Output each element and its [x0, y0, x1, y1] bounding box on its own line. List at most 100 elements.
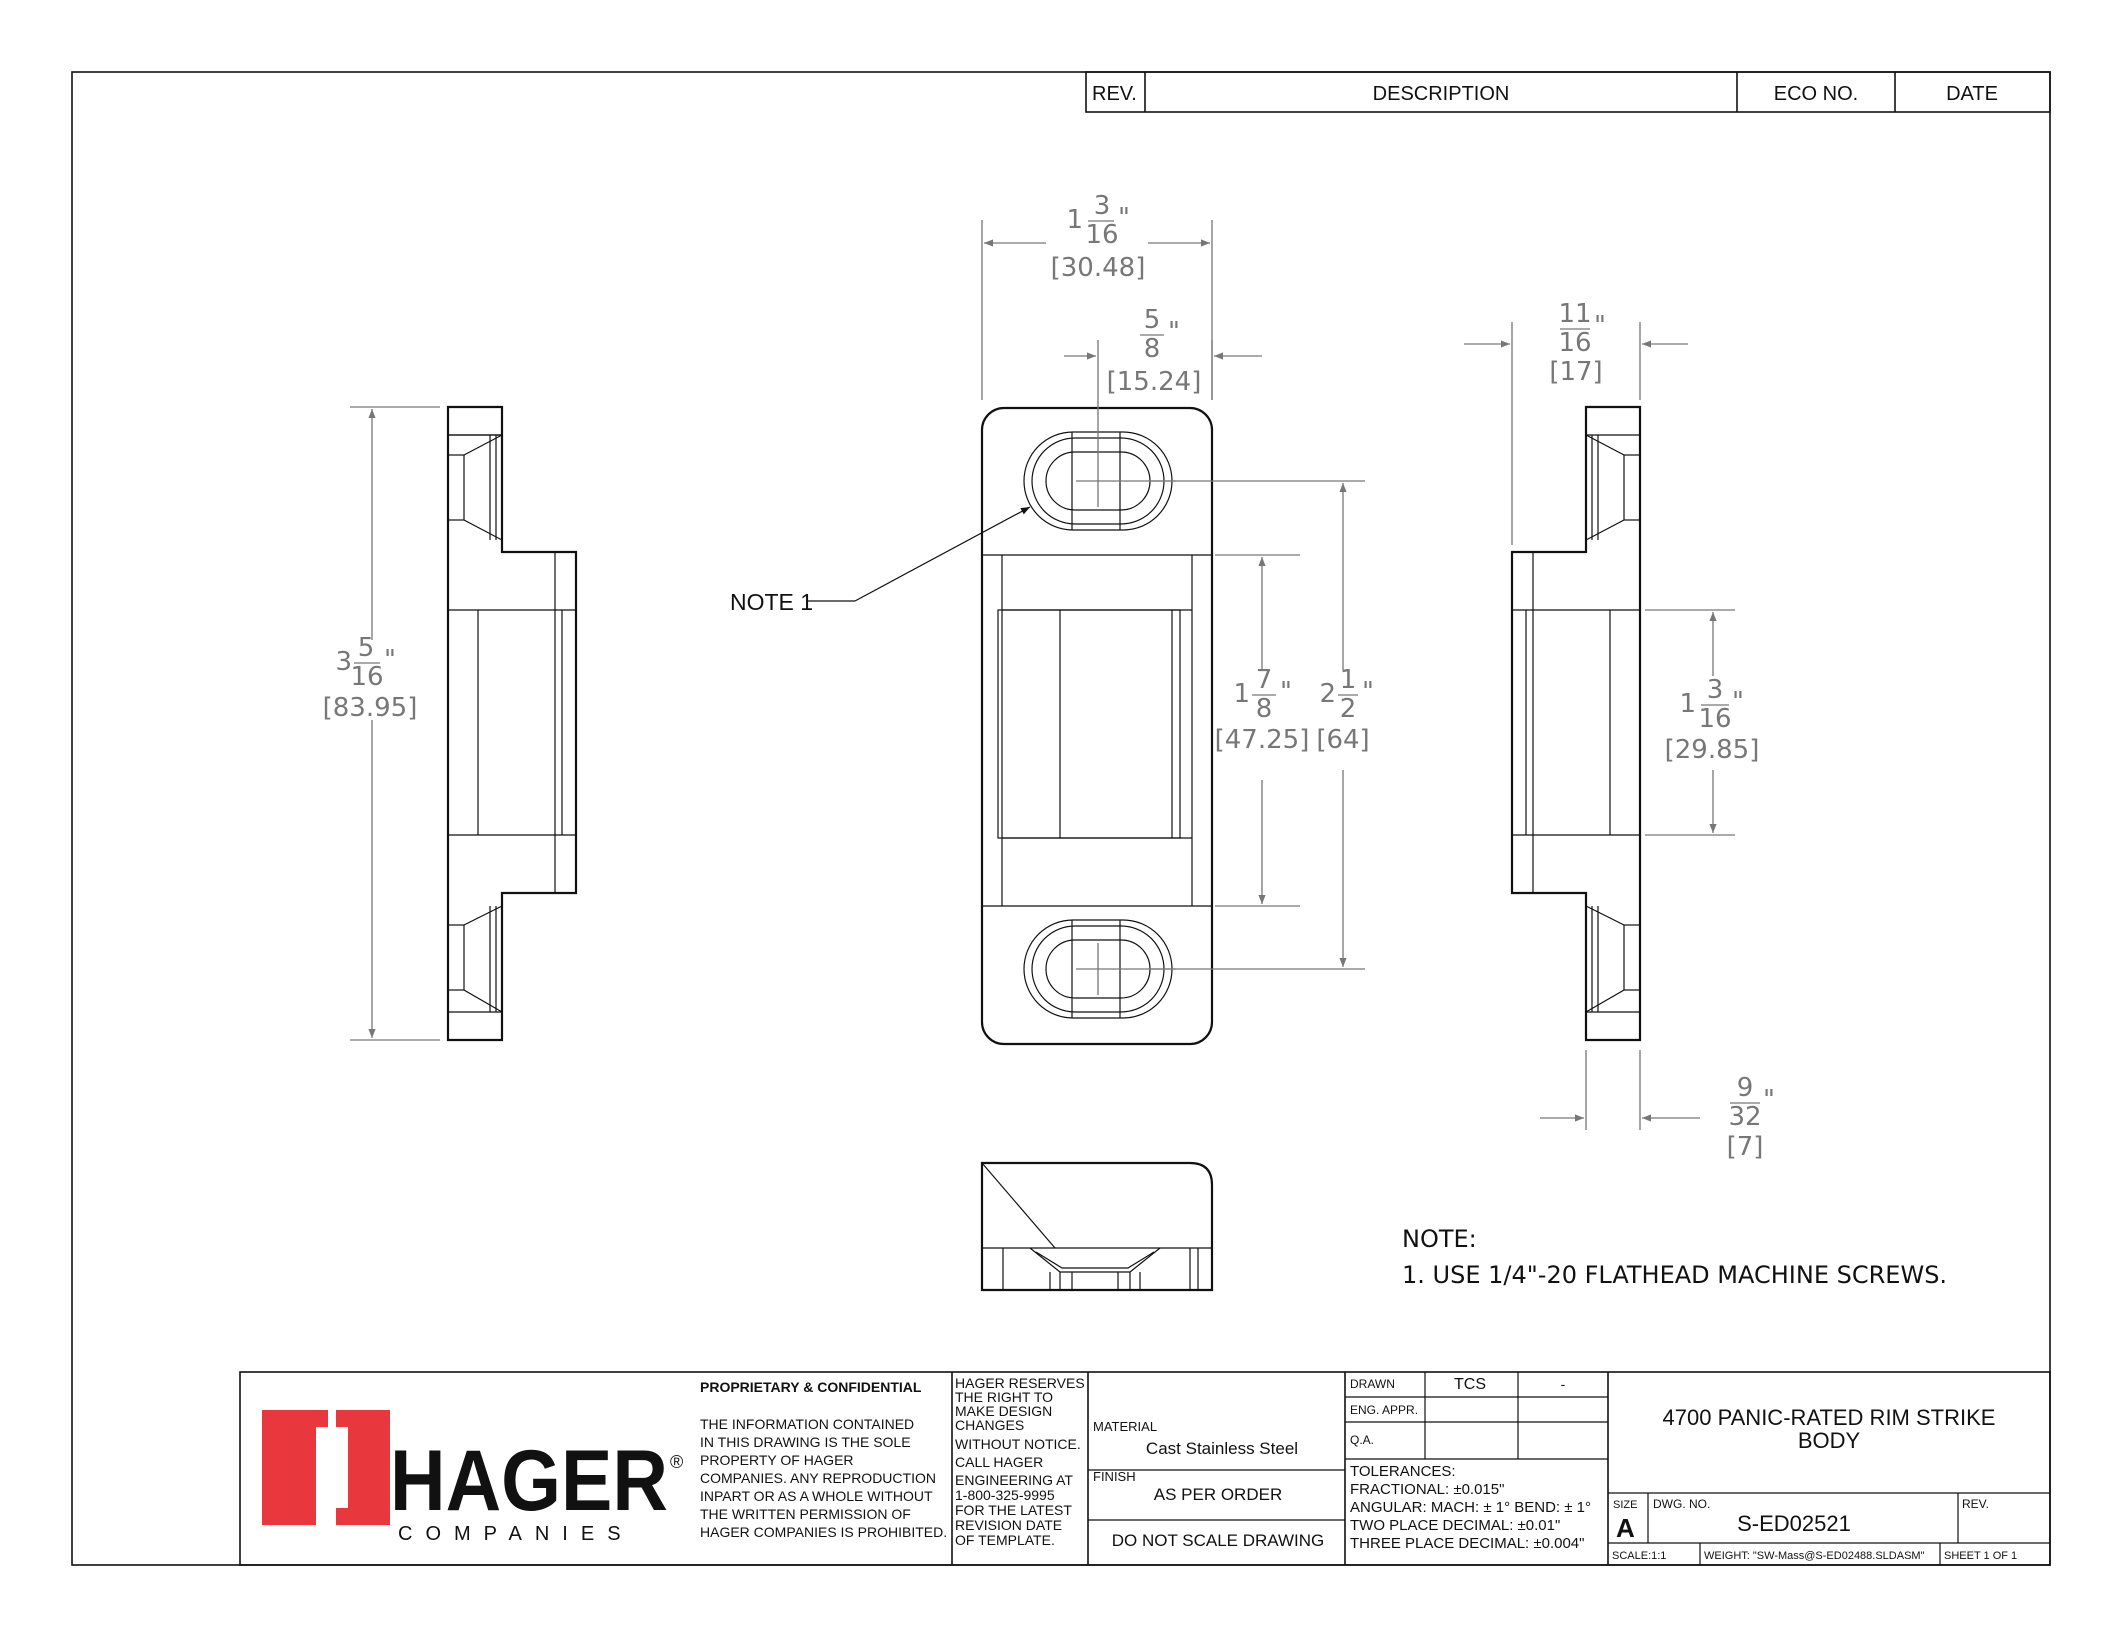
note1-label: NOTE 1 — [730, 589, 813, 615]
dim-hole-centers-num: 1 — [1340, 665, 1357, 695]
dim-overall-length-num: 5 — [358, 633, 375, 663]
tolerance-line: THREE PLACE DECIMAL: ±0.004" — [1350, 1535, 1584, 1552]
size-label: SIZE — [1613, 1499, 1637, 1511]
reserves-line: ENGINEERING AT — [955, 1472, 1073, 1488]
left-side-view — [446, 405, 578, 1042]
dim-overall-width-num: 3 — [1094, 191, 1111, 221]
dim-hole-spacing-width: 5 8 " [15.24] — [1064, 305, 1262, 455]
reserves-line: REVISION DATE — [955, 1517, 1062, 1533]
dim-overall-length: 3 5 16 " [83.95] — [323, 406, 440, 1041]
right-side-view — [1510, 405, 1642, 1042]
eco-no-header: ECO NO. — [1774, 83, 1858, 105]
logo-text: HAGER — [390, 1433, 668, 1529]
tolerance-line: FRACTIONAL: ±0.015" — [1350, 1481, 1504, 1498]
date-header: DATE — [1946, 83, 1998, 105]
proprietary-line: THE WRITTEN PERMISSION OF — [700, 1506, 911, 1522]
drawing-title-line1: 4700 PANIC-RATED RIM STRIKE — [1663, 1405, 1996, 1430]
dim-overall-length-mm: [83.95] — [323, 693, 418, 723]
reserves-line: MAKE DESIGN — [955, 1403, 1052, 1419]
dim-inner-length-mm: [47.25] — [1215, 725, 1310, 755]
reserves-text: HAGER RESERVES THE RIGHT TO MAKE DESIGN … — [955, 1375, 1085, 1548]
reserves-line: THE RIGHT TO — [955, 1389, 1053, 1405]
dim-overall-length-unit: " — [384, 645, 396, 675]
tolerance-line: TOLERANCES: — [1350, 1463, 1456, 1480]
proprietary-line: COMPANIES. ANY REPRODUCTION — [700, 1470, 936, 1486]
drawn-label: DRAWN — [1350, 1377, 1395, 1391]
eng-appr-label: ENG. APPR. — [1350, 1403, 1418, 1417]
logo-mark: ® — [670, 1452, 683, 1472]
reserves-line: 1-800-325-9995 — [955, 1487, 1055, 1503]
dwg-no-label: DWG. NO. — [1653, 1497, 1710, 1511]
logo-red-mark-right — [336, 1410, 390, 1525]
dim-flange-thickness-mm: [7] — [1727, 1132, 1764, 1162]
drawn-by: TCS — [1454, 1376, 1486, 1393]
dim-pocket-length-whole: 1 — [1679, 689, 1696, 719]
dim-hole-spacing-num: 5 — [1144, 305, 1161, 335]
dim-hole-centers-unit: " — [1362, 677, 1374, 707]
dim-flange-thickness-num: 9 — [1737, 1073, 1754, 1103]
dim-inner-length-whole: 1 — [1233, 679, 1250, 709]
dim-depth: 11 16 " [17] — [1464, 299, 1688, 545]
dim-inner-length: 1 7 8 " [47.25] — [1215, 554, 1310, 907]
scale-value: SCALE:1:1 — [1612, 1550, 1666, 1562]
proprietary-line: THE INFORMATION CONTAINED — [700, 1416, 914, 1432]
dwg-no-value: S-ED02521 — [1737, 1511, 1851, 1536]
proprietary-line: INPART OR AS A WHOLE WITHOUT — [700, 1488, 933, 1504]
notes-heading: NOTE: — [1402, 1225, 1477, 1253]
note-item-1: 1. USE 1/4"-20 FLATHEAD MACHINE SCREWS. — [1402, 1261, 1947, 1289]
dim-depth-num: 11 — [1558, 299, 1591, 329]
tolerance-line: TWO PLACE DECIMAL: ±0.01" — [1350, 1517, 1560, 1534]
proprietary-line: PROPERTY OF HAGER — [700, 1452, 854, 1468]
dim-overall-width: 1 3 16 " [30.48] — [981, 191, 1213, 400]
proprietary-text: THE INFORMATION CONTAINED IN THIS DRAWIN… — [700, 1416, 947, 1540]
dim-overall-length-whole: 3 — [335, 647, 352, 677]
proprietary-line: IN THIS DRAWING IS THE SOLE — [700, 1434, 911, 1450]
dim-depth-mm: [17] — [1549, 357, 1602, 387]
dim-depth-unit: " — [1594, 311, 1606, 341]
dim-depth-den: 16 — [1558, 328, 1591, 358]
sheet-value: SHEET 1 OF 1 — [1944, 1550, 2017, 1562]
reserves-line: OF TEMPLATE. — [955, 1532, 1055, 1548]
note1-callout: NOTE 1 — [730, 506, 1031, 615]
dim-overall-length-den: 16 — [350, 662, 383, 692]
dim-overall-width-whole: 1 — [1066, 205, 1083, 235]
drawing-title-line2: BODY — [1798, 1428, 1861, 1453]
dim-hole-centers: 2 1 2 " [64] — [1150, 480, 1374, 970]
reserves-line: FOR THE LATEST — [955, 1502, 1072, 1518]
dim-pocket-length-unit: " — [1732, 687, 1744, 717]
end-view — [980, 1161, 1214, 1292]
dim-hole-centers-whole: 2 — [1319, 679, 1336, 709]
dim-flange-thickness: 9 32 " [7] — [1540, 1050, 1775, 1162]
notes: NOTE: 1. USE 1/4"-20 FLATHEAD MACHINE SC… — [1402, 1225, 1947, 1289]
dim-hole-spacing-den: 8 — [1144, 334, 1161, 364]
weight-value: WEIGHT: "SW-Mass@S-ED02488.SLDASM" — [1704, 1550, 1925, 1562]
dim-pocket-length-mm: [29.85] — [1665, 735, 1760, 765]
dim-inner-length-den: 8 — [1256, 694, 1273, 724]
sheet-border — [71, 71, 2051, 1566]
dim-hole-spacing-unit: " — [1168, 317, 1180, 347]
proprietary-heading: PROPRIETARY & CONFIDENTIAL — [700, 1379, 922, 1395]
dim-inner-length-unit: " — [1280, 677, 1292, 707]
material-label: MATERIAL — [1093, 1419, 1157, 1434]
dim-flange-thickness-unit: " — [1763, 1085, 1775, 1115]
size-value: A — [1616, 1513, 1635, 1543]
title-block: HAGER ® COMPANIES PROPRIETARY & CONFIDEN… — [239, 1371, 2051, 1566]
logo-red-mark-left — [262, 1410, 328, 1525]
dim-pocket-length-den: 16 — [1698, 704, 1731, 734]
dim-hole-centers-den: 2 — [1340, 694, 1357, 724]
rev-label: REV. — [1962, 1497, 1989, 1511]
dim-overall-width-mm: [30.48] — [1051, 253, 1146, 283]
dim-flange-thickness-den: 32 — [1728, 1102, 1761, 1132]
dim-pocket-length-num: 3 — [1707, 675, 1724, 705]
rev-header: REV. — [1092, 83, 1137, 105]
revision-block: REV. DESCRIPTION ECO NO. DATE — [1085, 71, 2051, 113]
proprietary-line: HAGER COMPANIES IS PROHIBITED. — [700, 1524, 947, 1540]
hager-logo: HAGER ® COMPANIES — [262, 1410, 683, 1545]
tolerances: TOLERANCES: FRACTIONAL: ±0.015" ANGULAR:… — [1350, 1463, 1591, 1552]
material-value: Cast Stainless Steel — [1146, 1439, 1298, 1458]
dim-inner-length-num: 7 — [1256, 665, 1273, 695]
do-not-scale-note: DO NOT SCALE DRAWING — [1112, 1531, 1325, 1550]
reserves-line: CHANGES — [955, 1417, 1024, 1433]
dim-overall-width-unit: " — [1118, 203, 1130, 233]
